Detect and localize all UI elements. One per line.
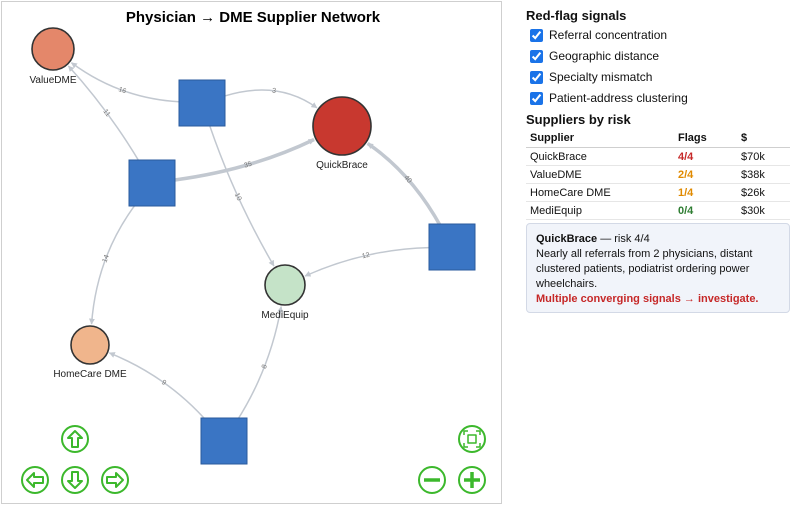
physician-node-p3[interactable] [428, 223, 476, 271]
navigation-controls [21, 425, 486, 494]
supplier-amount: $38k [737, 165, 790, 184]
fit-button[interactable] [458, 425, 486, 453]
signal-label: Referral concentration [549, 28, 668, 42]
zoom-out-button[interactable] [418, 466, 446, 494]
supplier-flags: 1/4 [674, 183, 737, 202]
signal-checkbox[interactable] [530, 49, 543, 63]
right-arrow-button[interactable] [101, 466, 129, 494]
supplier-name: MediEquip [526, 201, 674, 220]
physician-node-p1[interactable] [178, 79, 226, 127]
supplier-detail-box: QuickBrace — risk 4/4 Nearly all referra… [526, 223, 790, 313]
edge-weight-label: 12 [361, 252, 370, 261]
up-arrow-icon [67, 430, 83, 448]
nav-button-ring [61, 466, 89, 494]
supplier-amount: $70k [737, 147, 790, 166]
signal-label: Patient-address clustering [549, 91, 688, 105]
signal-checkbox[interactable] [530, 70, 543, 84]
supplier-node-valuedme[interactable] [31, 27, 75, 71]
supplier-node-label: QuickBrace [316, 160, 368, 171]
edge-p1-mediequip [208, 124, 275, 267]
left-arrow-icon [26, 472, 44, 488]
detail-alert: Multiple converging signals → investigat… [536, 293, 759, 305]
network-graph-canvas[interactable]: Physician → DME Supplier Network 16 3 10 11… [2, 2, 503, 505]
up-arrow-button[interactable] [61, 425, 89, 453]
column-header-flags: Flags [674, 129, 737, 148]
edges-layer: 16 3 10 11 35 14 40 12 8 9 [67, 62, 443, 425]
supplier-node-homecare[interactable] [70, 325, 110, 365]
supplier-flags: 0/4 [674, 201, 737, 220]
edge-weight-label: 35 [243, 161, 253, 170]
supplier-node-label: HomeCare DME [53, 369, 127, 380]
zoom-in-button[interactable] [458, 466, 486, 494]
supplier-risk-table: Supplier Flags $ QuickBrace 4/4 $70k Val… [526, 129, 790, 220]
edge-weight-label: 9 [160, 379, 167, 387]
edge-weight-label: 10 [233, 192, 243, 202]
signal-referral-concentration[interactable]: Referral concentration [530, 26, 667, 44]
graph-title: Physician → DME Supplier Network [126, 9, 381, 26]
nav-button-ring [61, 425, 89, 453]
zoom-in-icon [464, 472, 480, 488]
supplier-node-label: ValueDME [29, 75, 76, 86]
nav-button-ring [458, 425, 486, 453]
supplier-flags: 4/4 [674, 147, 737, 166]
edge-weight-label: 16 [117, 86, 127, 95]
supplier-amount: $30k [737, 201, 790, 220]
signal-checkbox[interactable] [530, 28, 543, 42]
supplier-name: HomeCare DME [526, 183, 674, 202]
table-row[interactable]: MediEquip 0/4 $30k [526, 201, 790, 220]
signal-specialty-mismatch[interactable]: Specialty mismatch [530, 68, 652, 86]
edge-weight-label: 40 [402, 174, 412, 185]
edge-p1-valuedme [70, 62, 180, 103]
nav-button-ring [101, 466, 129, 494]
nav-button-ring [21, 466, 49, 494]
edge-p4-homecare [108, 352, 210, 425]
edge-p3-mediequip [304, 246, 430, 277]
supplier-amount: $26k [737, 183, 790, 202]
edge-p4-mediequip [235, 306, 284, 423]
edge-weight-label: 11 [101, 108, 111, 118]
edge-p2-homecare [88, 200, 139, 325]
supplier-name: QuickBrace [526, 147, 674, 166]
edge-p2-valuedme [67, 65, 141, 164]
edge-weight-label: 14 [102, 254, 111, 264]
table-row[interactable]: ValueDME 2/4 $38k [526, 165, 790, 184]
left-arrow-button[interactable] [21, 466, 49, 494]
signal-patient-address-clustering[interactable]: Patient-address clustering [530, 89, 688, 107]
edge-p2-quickbrace [174, 137, 315, 182]
down-arrow-button[interactable] [61, 466, 89, 494]
network-graph-panel[interactable]: Physician → DME Supplier Network 16 3 10 11… [1, 1, 502, 504]
signal-geographic-distance[interactable]: Geographic distance [530, 47, 659, 65]
table-header-row: Supplier Flags $ [526, 129, 790, 148]
edge-p1-quickbrace [223, 89, 318, 109]
signal-label: Geographic distance [549, 49, 660, 63]
supplier-flags: 2/4 [674, 165, 737, 184]
table-row[interactable]: HomeCare DME 1/4 $26k [526, 183, 790, 202]
edge-weight-label: 8 [261, 364, 269, 370]
table-row[interactable]: QuickBrace 4/4 $70k [526, 147, 790, 166]
edge-p3-quickbrace [366, 141, 443, 228]
physician-node-p4[interactable] [200, 417, 248, 465]
supplier-node-quickbrace[interactable] [312, 96, 372, 156]
column-header-amount: $ [737, 129, 790, 148]
right-arrow-icon [106, 472, 124, 488]
physician-node-p2[interactable] [128, 159, 176, 207]
signals-title: Red-flag signals [526, 8, 627, 23]
detail-description: Nearly all referrals from 2 physicians, … [536, 248, 753, 290]
supplier-node-label: MediEquip [261, 310, 309, 321]
fit-icon [463, 430, 481, 448]
down-arrow-icon [67, 471, 83, 489]
supplier-node-mediequip[interactable] [264, 264, 306, 306]
detail-supplier-name: QuickBrace [536, 233, 598, 245]
signal-checkbox[interactable] [530, 91, 543, 105]
detail-risk: — risk 4/4 [597, 233, 650, 245]
edge-weight-label: 3 [272, 88, 277, 95]
suppliers-title: Suppliers by risk [526, 112, 631, 127]
supplier-name: ValueDME [526, 165, 674, 184]
column-header-supplier: Supplier [526, 129, 674, 148]
signal-label: Specialty mismatch [549, 70, 653, 84]
